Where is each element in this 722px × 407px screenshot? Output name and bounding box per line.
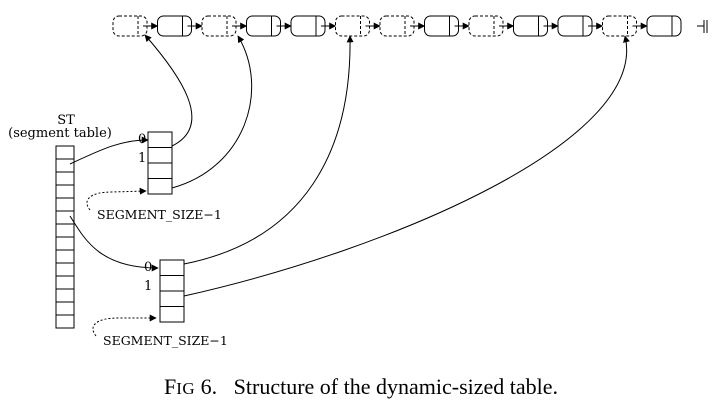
segment-2-slot-0-pointer — [183, 35, 354, 265]
segment-table-cell — [55, 223, 75, 238]
segment-slot — [159, 306, 185, 323]
segment-2-index-1: 1 — [144, 279, 152, 294]
caption-text: Structure of the dynamic-sized table. — [233, 374, 559, 399]
segment-2-last-slot-hint — [92, 314, 157, 337]
linked-list — [112, 15, 682, 37]
segment-2-last-label: SEGMENT_SIZE−1 — [103, 333, 228, 348]
st-sublabel: (segment table) — [8, 126, 112, 141]
segment-slot — [147, 147, 173, 164]
segment-1-slot-0-pointer — [144, 34, 193, 147]
segment-table-cell — [55, 301, 75, 316]
figure-caption: FIG 6. Structure of the dynamic-sized ta… — [0, 374, 722, 400]
list-node — [424, 15, 459, 37]
list-node — [335, 15, 370, 37]
segment-table-cell — [55, 275, 75, 290]
segment-2 — [159, 259, 185, 323]
segment-table-cell — [55, 171, 75, 186]
segment-table-cell — [55, 236, 75, 251]
list-node — [201, 15, 237, 37]
list-node — [246, 15, 281, 37]
segment-table-cell — [55, 288, 75, 303]
segment-table-cell — [55, 262, 75, 277]
segment-2-slot-1-pointer — [183, 35, 630, 297]
caption-fig-rest: IG — [176, 379, 196, 398]
segment-1-slot-last-pointer — [171, 35, 253, 189]
caption-fig-first: F — [163, 374, 177, 399]
list-node — [557, 15, 593, 37]
segment-table-cell — [55, 145, 75, 160]
list-node — [602, 15, 637, 37]
segment-table-cell — [55, 197, 75, 212]
diagram-canvas: ST (segment table) 0 1 SEGMENT_SIZE−1 0 … — [8, 15, 708, 348]
segment-slot — [159, 290, 185, 307]
segment-table — [55, 145, 75, 329]
list-terminator — [697, 20, 708, 33]
segment-slot — [147, 162, 173, 179]
segment-table-cell — [55, 184, 75, 199]
list-node — [513, 15, 548, 37]
list-node — [646, 15, 682, 37]
list-node — [157, 15, 192, 37]
list-node — [290, 15, 326, 37]
st-pointer-to-segment-1 — [69, 136, 149, 165]
segment-slot — [159, 259, 185, 276]
list-node — [468, 15, 504, 37]
segment-1-index-0: 0 — [138, 132, 146, 147]
list-node — [112, 15, 148, 37]
segment-table-cell — [55, 314, 75, 329]
segment-1-last-label: SEGMENT_SIZE−1 — [97, 207, 222, 222]
segment-1-index-1: 1 — [138, 151, 146, 166]
caption-fig-num: 6. — [200, 374, 218, 399]
segment-table-cell — [55, 158, 75, 173]
list-node — [379, 15, 415, 37]
segment-1 — [147, 131, 173, 195]
segment-1-last-slot-hint — [86, 187, 147, 211]
st-label: ST — [57, 113, 75, 128]
segment-table-cell — [55, 249, 75, 264]
st-pointer-to-segment-2 — [69, 215, 159, 272]
segment-slot — [147, 178, 173, 195]
segment-slot — [159, 275, 185, 292]
segment-slot — [147, 131, 173, 148]
